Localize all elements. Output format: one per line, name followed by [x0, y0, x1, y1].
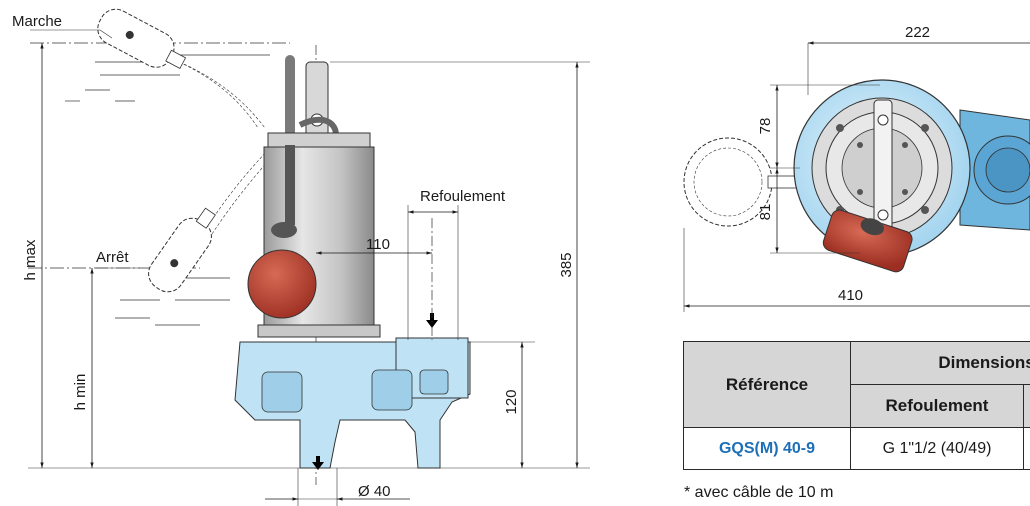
side-view-drawing: Marche Arrêt h max h min Refoulement 110… [12, 8, 590, 506]
dimensions-table: Référence Dimensions Refoulement GQS(M) … [683, 341, 1030, 470]
header-reference: Référence [683, 341, 851, 428]
label-dim-410: 410 [838, 287, 863, 304]
float-ball-red [247, 249, 317, 319]
dimensions-table-container: Référence Dimensions Refoulement GQS(M) … [683, 341, 1030, 471]
label-h-min: h min [72, 374, 89, 411]
float-cable-lower [204, 149, 269, 231]
header-extra [1023, 384, 1030, 428]
label-dim-78: 78 [757, 118, 774, 135]
label-dim-diameter: Ø 40 [358, 483, 391, 500]
cell-refoulement: G 1"1/2 (40/49) [850, 427, 1024, 470]
flow-arrow-inlet [312, 456, 324, 470]
float-red-top [822, 209, 913, 273]
label-marche: Marche [12, 13, 62, 30]
float-cable-upper [174, 59, 266, 129]
float-switch-lower [148, 207, 216, 293]
flow-arrow-discharge [426, 313, 438, 328]
float-switch-upper [97, 8, 187, 69]
label-refoulement-side: Refoulement [420, 188, 506, 205]
top-view-drawing: 222 78 [683, 24, 1030, 312]
water-level-lines [28, 42, 290, 326]
label-arret: Arrêt [96, 249, 129, 266]
cell-reference: GQS(M) 40-9 [683, 427, 851, 470]
label-dim-110: 110 [366, 236, 390, 253]
header-refoulement: Refoulement [850, 384, 1024, 428]
cell-extra [1023, 427, 1030, 470]
label-dim-120: 120 [503, 389, 520, 414]
label-dim-222: 222 [905, 24, 930, 41]
label-h-max: h max [22, 239, 39, 280]
footnote: * avec câble de 10 m [684, 484, 834, 501]
label-dim-81: 81 [757, 204, 774, 221]
header-dimensions: Dimensions [850, 341, 1030, 385]
label-dim-385: 385 [558, 252, 575, 277]
